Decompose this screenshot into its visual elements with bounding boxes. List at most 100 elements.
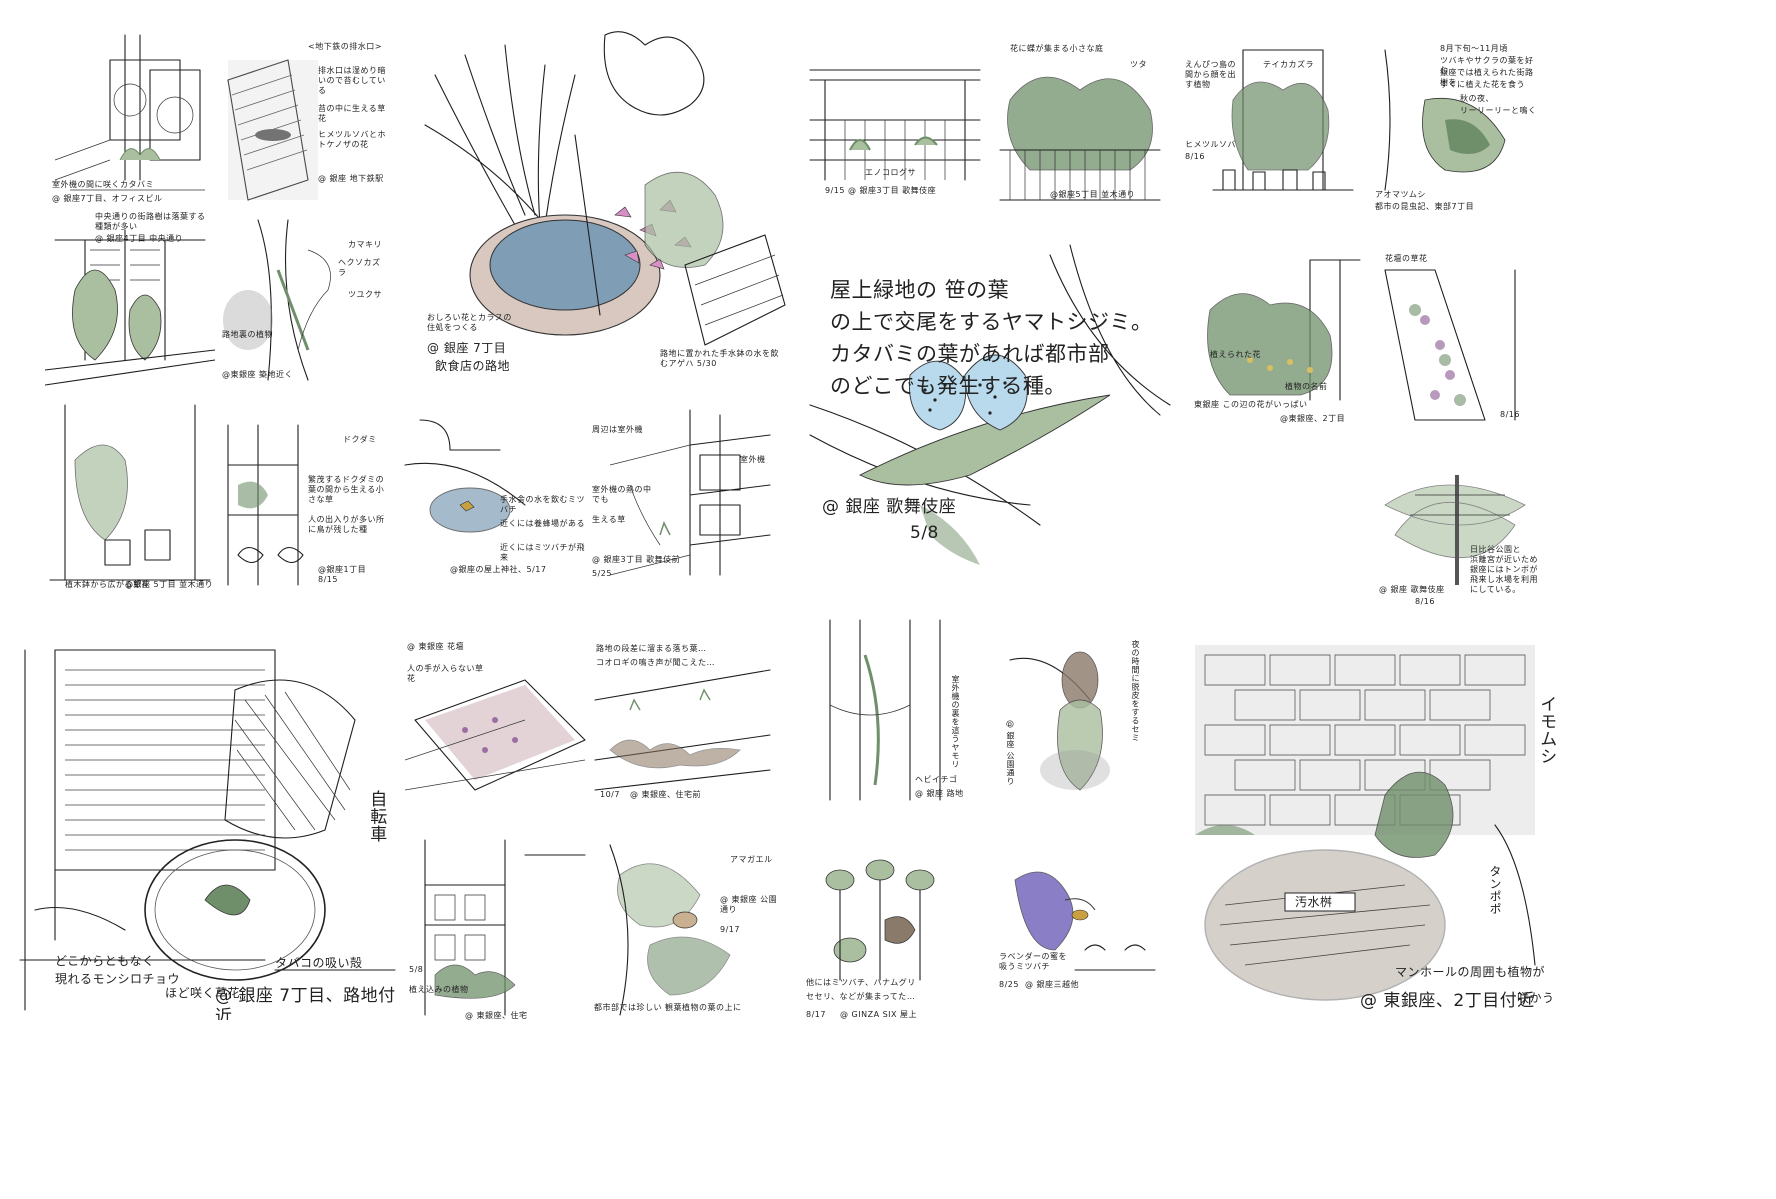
caption: ヘクソカズラ: [338, 258, 381, 277]
sketch-entrance-plants: @ 東銀座、住宅 5/8 植え込みの植物: [405, 835, 590, 1025]
caption: 他にはミツバチ、ハナムグリ: [806, 978, 916, 987]
caption: @ 東銀座、住宅前: [630, 790, 702, 799]
caption: 8/25: [999, 980, 1019, 989]
caption: 室外機: [740, 455, 766, 464]
caption: @ 東銀座 花壇: [407, 642, 465, 651]
sketch-street-trees: 中央通りの街路樹は落葉する種類が多い @ 銀座4丁目 中央通り: [45, 210, 215, 390]
caption: @東銀座 築地近く: [222, 370, 294, 379]
sketch-alley-gap: 室外機の裏を這うヤモリ ヘビイチゴ @ 銀座 路地: [810, 615, 990, 805]
sketch-planted-garden: 植えられた花 植物の名前 東銀座 この辺の花がいっぱい @東銀座、2丁目: [1190, 250, 1365, 430]
caption: 排水口は湿めり暗いので苔むしている: [318, 66, 386, 95]
caption: 手水舎の水を飲むミツバチ: [500, 495, 585, 514]
caption: 生える草: [592, 515, 626, 524]
caption: えんぴつ島の間から顔を出す植物: [1185, 60, 1236, 89]
caption: すぐに植えた花を食う: [1440, 80, 1525, 89]
caption: @ 銀座7丁目、オフィスビル: [52, 194, 163, 203]
sketch-lavender-bee: ラベンダーの蜜を吸うミツバチ 8/25 @ 銀座三越他: [995, 840, 1170, 1015]
caption: 東銀座 この辺の花がいっぱい: [1194, 400, 1308, 409]
caption: 咲かう: [1517, 991, 1555, 1005]
caption: @ 銀座 歌舞伎座: [1379, 585, 1445, 594]
caption: 室外機の間に咲くカタバミ: [52, 180, 154, 189]
sketch-flower-bed: 花壇の草花 8/16: [1375, 250, 1540, 430]
caption: 飲食店の路地: [435, 359, 511, 373]
caption: の上で交尾をするヤマトシジミ。: [830, 310, 1153, 334]
caption: アマガエル: [730, 855, 773, 864]
caption: リーリーリーと鳴く: [1460, 106, 1537, 115]
caption: エノコログサ: [865, 168, 916, 177]
caption: タンポポ: [1488, 865, 1502, 915]
caption: @ 東銀座、2丁目付近: [1360, 991, 1535, 1011]
caption: ツバキやサクラの葉を好む: [1440, 56, 1534, 75]
caption: 路地裏の植物: [222, 330, 273, 339]
sketch-balcony-plant: エノコログサ 9/15 @ 銀座3丁目 歌舞伎座: [805, 40, 985, 200]
sketch-dragonfly: 日比谷公園と 浜離宮が近いため 銀座にはトンボが 飛来し水場を利用 にしている。…: [1375, 455, 1540, 610]
caption: ほど咲く草花: [165, 986, 241, 1000]
caption: ヒメツルソバ: [1185, 140, 1236, 149]
sketch-dokudami: ドクダミ 繁茂するドクダミの葉の間から生える小さな草 人の出入りが多い所に鳥が残…: [218, 405, 388, 590]
caption: 植えられた花: [1210, 350, 1261, 359]
sketch-paving-flowerbed: @ 東銀座 花壇 人の手が入らない草花: [405, 640, 590, 810]
caption: 路地の段差に溜まる落ち葉…: [596, 644, 707, 653]
caption: 銀座では植えられた街路樹を: [1440, 68, 1534, 87]
caption: にしている。: [1470, 585, 1521, 594]
caption: 苔の中に生える草花: [318, 104, 386, 123]
caption: 8/16: [1415, 597, 1435, 606]
caption: マンホールの周囲も植物が: [1395, 965, 1546, 979]
caption: イモムシ: [1536, 695, 1557, 765]
caption: カタバミの葉があれば都市部: [830, 342, 1110, 366]
caption: 銀座にはトンボが: [1470, 565, 1538, 574]
caption: @ 銀座 7丁目、路地付近: [215, 986, 396, 1020]
caption: @銀座 5丁目 並木通り: [125, 580, 214, 589]
caption: @銀座5丁目 並木通り: [1050, 190, 1136, 199]
caption: 夜の時間に脱皮をするセミ: [1131, 640, 1140, 742]
caption: 室外機の熱の中でも: [592, 485, 652, 504]
caption: おしろい花とカラスの住処をつくる: [427, 313, 512, 332]
caption: @ 銀座 公園通り: [1006, 720, 1015, 786]
caption: どこからともなく: [55, 954, 155, 968]
caption: <地下鉄の排水口>: [308, 42, 382, 51]
caption: 8/17: [806, 1010, 826, 1019]
sketch-tree-frog: アマガエル @ 東銀座 公園通り 9/17 都市部では珍しい 観葉植物の葉の上に: [590, 835, 780, 1025]
sketch-wall-plants: 植木鉢から広がる草花 @銀座 5丁目 並木通り: [45, 400, 215, 595]
caption: @東銀座、2丁目: [1280, 414, 1346, 423]
caption: 路地に置かれた手水鉢の水を飲むアゲハ 5/30: [660, 349, 779, 368]
sketch-mating-butterflies: 屋上緑地の 笹の葉 の上で交尾をするヤマトシジミ。 カタバミの葉があれば都市部 …: [800, 235, 1180, 590]
sketch-potted-plants: えんぴつ島の間から顔を出す植物 テイカカズラ ヒメツルソバ 8/16: [1183, 40, 1358, 210]
caption: アオマツムシ: [1375, 190, 1426, 199]
caption: 人の手が入らない草花: [407, 664, 484, 683]
sketch-alley-ac: 室外機 周辺は室外機 室外機の熱の中でも 生える草 @ 銀座3丁目 歌舞伎前 5…: [590, 405, 780, 590]
caption: 汚水桝: [1295, 895, 1333, 909]
caption: @銀座1丁目 8/15: [318, 565, 367, 584]
sketch-bicycle: 自転車 どこからともなく 現れるモンシロチョウ ほど咲く草花 タバコの吸い殻 @…: [15, 640, 400, 1020]
caption: 周辺は室外機: [592, 425, 643, 434]
caption: 5/25: [592, 569, 612, 578]
sketch-cicada: 夜の時間に脱皮をするセミ @ 銀座 公園通り: [990, 620, 1170, 810]
caption: 飛来し水場を利用: [1470, 575, 1538, 584]
caption: 8/16: [1500, 410, 1520, 419]
caption: ヒメツルソバとホトケノザの花: [318, 130, 386, 149]
caption: ヘビイチゴ: [915, 775, 958, 784]
caption: 花壇の草花: [1385, 254, 1428, 263]
caption: ドクダミ: [343, 435, 377, 444]
sketch-manhole: イモムシ 汚水桝 タンポポ マンホールの周囲も植物が @ 東銀座、2丁目付近 咲…: [1195, 635, 1560, 1020]
sketch-ac-units: 室外機の間に咲くカタバミ @ 銀座7丁目、オフィスビル: [50, 30, 210, 210]
caption: 9/17: [720, 925, 740, 934]
caption: @ 東銀座、住宅: [465, 1011, 528, 1020]
caption: 花に蝶が集まる小さな庭: [1010, 44, 1104, 53]
caption: 都市の昆虫記、東部7丁目: [1375, 202, 1475, 211]
caption: 室外機の裏を這うヤモリ: [951, 675, 960, 769]
caption: 現れるモンシロチョウ: [55, 972, 181, 986]
sketch-rooftop-bees: 他にはミツバチ、ハナムグリ セセリ、などが集まってた… 8/17 @ GINZA…: [800, 840, 990, 1025]
caption: のどこでも発生する種。: [830, 374, 1066, 398]
caption: @ 銀座3丁目 歌舞伎前: [592, 555, 681, 564]
caption: @ 東銀座 公園通り: [720, 895, 778, 914]
caption: 中央通りの街路樹は落葉する種類が多い: [95, 212, 206, 231]
caption: 日比谷公園と: [1470, 545, 1521, 554]
sketch-bee-water: 手水舎の水を飲むミツバチ 近くには養蜂場がある 近くにはミツバチが飛来 @銀座の…: [400, 415, 590, 590]
sketch-drain-grate: <地下鉄の排水口> 排水口は湿めり暗いので苔むしている 苔の中に生える草花 ヒメ…: [218, 40, 388, 205]
caption: 植木鉢から広がる草花: [65, 580, 150, 589]
caption: コオロギの鳴き声が聞こえた…: [596, 658, 715, 667]
caption: 自転車: [366, 790, 387, 843]
caption: 植え込みの植物: [409, 985, 469, 994]
